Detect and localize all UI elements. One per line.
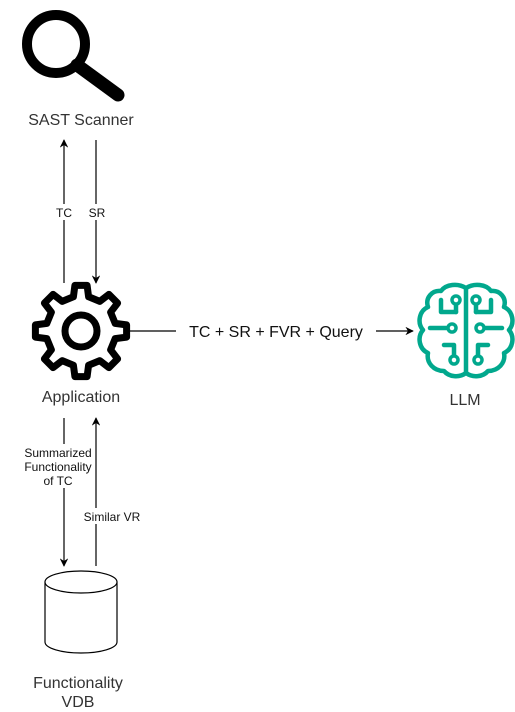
edge-query: TC + SR + FVR + Query	[129, 324, 414, 341]
database-icon	[44, 570, 118, 654]
gear-icon	[31, 281, 131, 381]
edge-label-summarized-line3: of TC	[43, 474, 72, 488]
application-label: Application	[42, 389, 120, 406]
functionality-vdb-node: Functionality VDB	[33, 570, 123, 711]
application-node: Application	[31, 281, 131, 406]
edge-label-query: TC + SR + FVR + Query	[189, 324, 363, 341]
edge-tc: TC	[54, 139, 76, 283]
edge-label-sr: SR	[89, 206, 106, 220]
edge-similar-vr: Similar VR	[80, 417, 146, 566]
edge-label-summarized-line2: Functionality	[24, 460, 91, 474]
sast-scanner-label: SAST Scanner	[28, 112, 134, 129]
vdb-label-line1: Functionality	[33, 675, 123, 692]
edge-label-tc: TC	[56, 206, 72, 220]
edge-label-similar-vr: Similar VR	[84, 510, 141, 524]
edge-summarized-functionality: Summarized Functionality of TC	[10, 418, 114, 567]
sast-scanner-node: SAST Scanner	[22, 10, 134, 129]
brain-circuit-icon	[417, 282, 515, 379]
llm-node: LLM	[417, 282, 515, 409]
edge-label-summarized-line1: Summarized	[24, 446, 91, 460]
vdb-label-line2: VDB	[62, 694, 95, 711]
llm-label: LLM	[449, 392, 480, 409]
edge-sr: SR	[86, 140, 108, 284]
magnifier-icon	[22, 10, 125, 102]
